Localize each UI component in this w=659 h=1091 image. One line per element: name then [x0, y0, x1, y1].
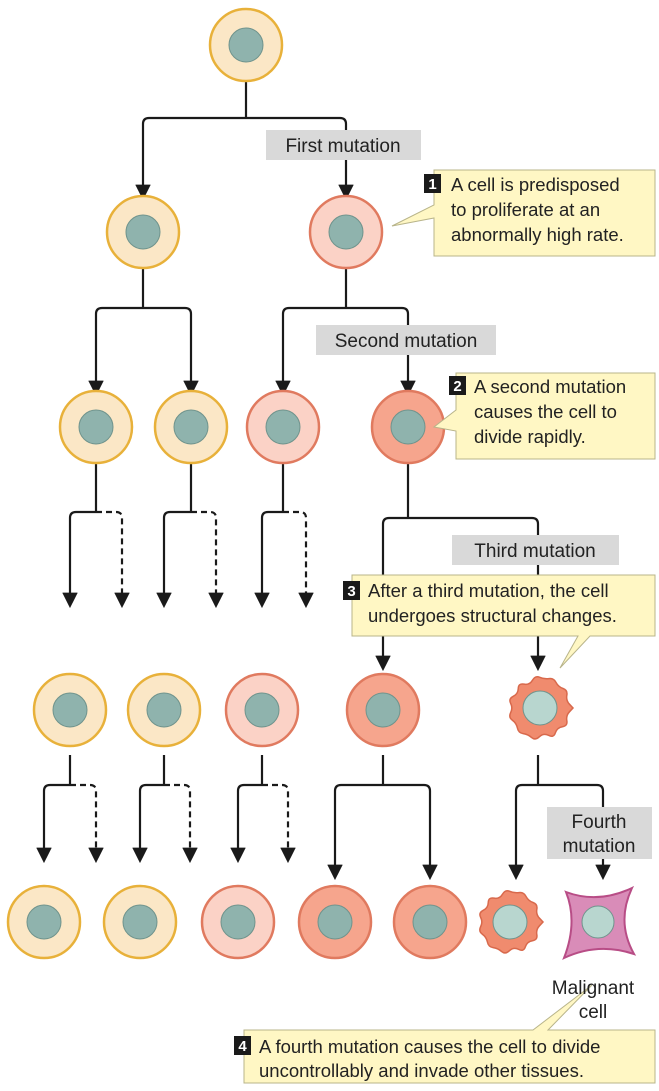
- step-number-badge: [234, 1036, 251, 1055]
- svg-text:uncontrollably and invade othe: uncontrollably and invade other tissues.: [259, 1060, 584, 1081]
- step-number-badge: [424, 174, 441, 193]
- svg-text:1: 1: [428, 176, 436, 193]
- cell-level3-1: [32, 672, 108, 748]
- step-number-badge: [343, 581, 360, 600]
- cell-level3-4: [345, 672, 421, 748]
- mutation-label-first: First mutation: [266, 130, 421, 160]
- svg-text:cell: cell: [579, 1002, 608, 1023]
- cell-level3-irregular: [509, 676, 575, 740]
- svg-text:mutation: mutation: [563, 836, 636, 857]
- svg-text:4: 4: [238, 1038, 247, 1055]
- cell-level3-3: [224, 672, 300, 748]
- mutation-label-second: Second mutation: [316, 325, 496, 355]
- cell-level4-2: [102, 884, 178, 960]
- svg-text:A cell is predisposed: A cell is predisposed: [451, 174, 620, 195]
- cell-level2-1: [58, 389, 134, 465]
- svg-text:2: 2: [453, 378, 461, 395]
- svg-text:Fourth: Fourth: [572, 812, 627, 833]
- cell-origin: [208, 7, 284, 83]
- connector-lines: [36, 80, 611, 881]
- note-2: 2 A second mutation causes the cell to d…: [432, 372, 656, 460]
- svg-text:Third mutation: Third mutation: [474, 541, 595, 562]
- svg-text:abnormally high rate.: abnormally high rate.: [451, 224, 624, 245]
- step-number-badge: [449, 376, 466, 395]
- cell-level4-4: [297, 884, 373, 960]
- cell-level4-3: [200, 884, 276, 960]
- cells-layer: [6, 7, 637, 960]
- cell-level3-2: [126, 672, 202, 748]
- cell-level4-5: [392, 884, 468, 960]
- cell-level1-normal: [105, 194, 181, 270]
- svg-text:Malignant: Malignant: [552, 978, 635, 999]
- svg-text:divide rapidly.: divide rapidly.: [474, 426, 586, 447]
- note-1: 1 A cell is predisposed to proliferate a…: [391, 169, 656, 257]
- svg-text:After a third mutation, the ce: After a third mutation, the cell: [368, 580, 609, 601]
- svg-text:undergoes structural changes.: undergoes structural changes.: [368, 605, 617, 626]
- cell-level2-3: [245, 389, 321, 465]
- mutation-label-fourth: Fourth mutation: [547, 807, 652, 859]
- svg-text:A fourth mutation causes the c: A fourth mutation causes the cell to div…: [259, 1036, 600, 1057]
- svg-text:Second mutation: Second mutation: [335, 331, 478, 352]
- note-4: 4 A fourth mutation causes the cell to d…: [234, 984, 656, 1084]
- cell-level4-1: [6, 884, 82, 960]
- mutation-label-third: Third mutation: [452, 535, 619, 565]
- cell-level4-irregular: [479, 890, 545, 954]
- cell-level2-2: [153, 389, 229, 465]
- cell-level4-malignant: [562, 885, 637, 960]
- svg-text:causes the cell to: causes the cell to: [474, 401, 617, 422]
- cell-level1-mutated: [308, 194, 384, 270]
- svg-text:3: 3: [347, 583, 355, 600]
- malignant-cell-label: Malignant cell: [552, 978, 635, 1023]
- note-3: 3 After a third mutation, the cell under…: [343, 574, 656, 669]
- svg-text:First mutation: First mutation: [285, 136, 400, 157]
- svg-text:to proliferate at an: to proliferate at an: [451, 199, 600, 220]
- svg-text:A second mutation: A second mutation: [474, 376, 626, 397]
